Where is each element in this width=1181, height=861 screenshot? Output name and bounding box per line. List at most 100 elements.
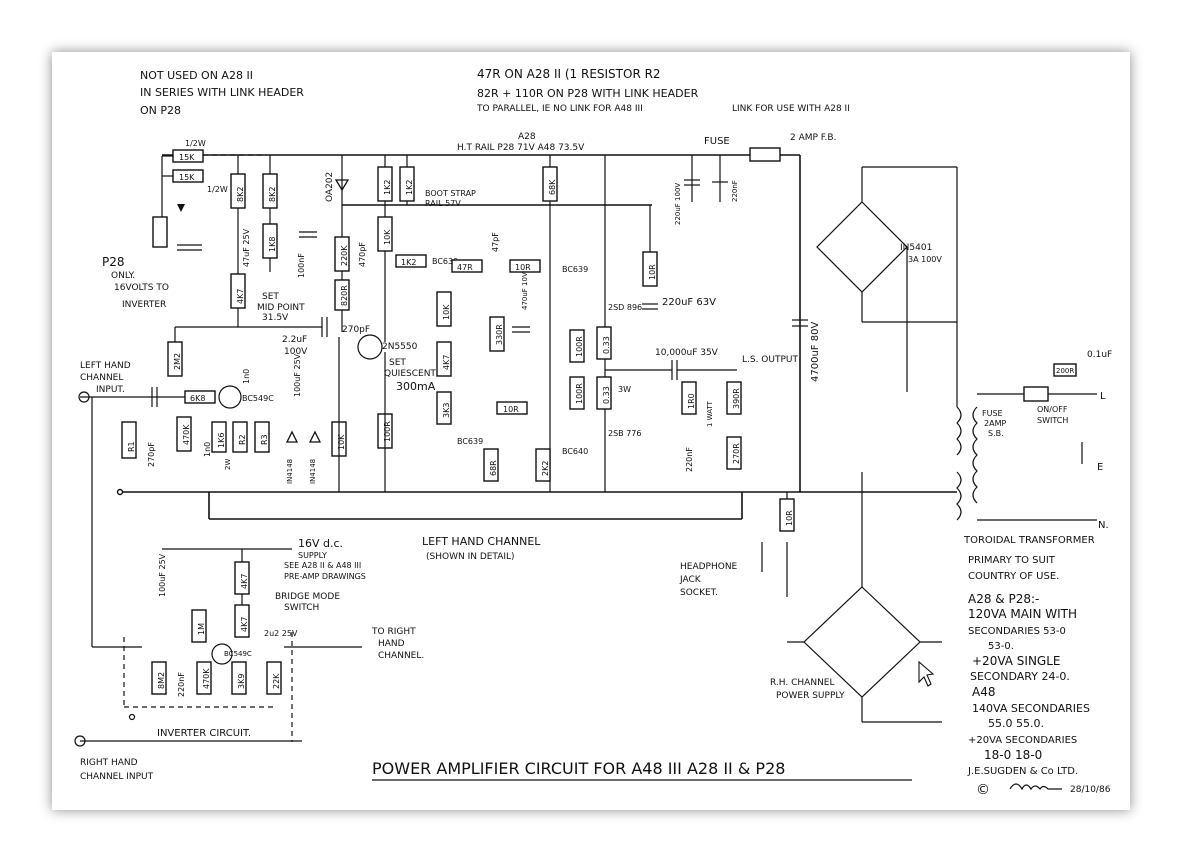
spec-line-1: TOROIDAL TRANSFORMER (963, 535, 1095, 546)
label-10k-b: 10K (442, 304, 451, 320)
spec-line-5: 120VA MAIN WITH (968, 607, 1077, 621)
inv-circuit-label: INVERTER CIRCUIT. (157, 728, 251, 739)
spec-line-6: SECONDARIES 53-0 (968, 626, 1066, 637)
label-half-watt-1: 1/2W (185, 139, 206, 148)
inv-label-4k7-a: 4K7 (240, 574, 249, 589)
label-set-mid-2: MID POINT (257, 303, 305, 313)
spec-line-9: SECONDARY 24-0. (970, 670, 1070, 683)
label-10r-e: 10R (785, 510, 794, 526)
transistor-2n5550 (357, 334, 383, 360)
label-033-a: 0.33 (602, 336, 611, 354)
label-390r: 390R (732, 388, 741, 409)
label-mains-fuse-1: FUSE (982, 409, 1003, 418)
resistor-8k2-a (230, 173, 246, 209)
note-not-used: NOT USED ON A28 II (140, 69, 253, 82)
bootstrap-label-2: RAIL 57V (425, 199, 461, 208)
inv-label-1m: 1M (197, 623, 206, 635)
label-rh-supply-2: POWER SUPPLY (776, 691, 845, 701)
resistor-8k2-b (262, 173, 278, 209)
label-47r: 47R (457, 263, 473, 272)
inv-label-bc549: BC549C (224, 650, 252, 658)
label-left-channel: LEFT HAND CHANNEL (422, 535, 541, 548)
inv-supply-3: SEE A28 II & A48 III (284, 561, 361, 570)
label-lh-1: LEFT HAND (80, 361, 131, 371)
inv-terminal (128, 713, 136, 721)
note-link-use: LINK FOR USE WITH A28 II (732, 104, 850, 114)
label-100r-a: 100R (575, 336, 584, 357)
label-820r: 820R (340, 285, 349, 306)
diode-in4148-a (285, 430, 299, 443)
inv-to-right-2: HAND (378, 639, 405, 649)
label-2u2: 2.2uF (282, 335, 307, 345)
resistor-r2 (232, 421, 248, 453)
label-1w: 1 WATT (706, 400, 714, 427)
label-headphone-3: SOCKET. (680, 588, 718, 598)
label-100r-c: 100R (383, 421, 392, 442)
label-set-q-1: SET (389, 358, 406, 368)
inv-bridge-1: BRIDGE MODE (275, 592, 340, 602)
label-bc639-b: BC639 (562, 265, 588, 274)
label-mains-L[interactable]: L (1100, 391, 1106, 402)
label-switch-1: ON/OFF (1037, 405, 1068, 414)
resistor-033-b (596, 376, 612, 410)
label-10k-a: 10K (383, 229, 392, 245)
bridge-rectifier-top (816, 201, 908, 293)
label-470u10: 470uF 10V (521, 272, 529, 310)
inv-bridge-2: SWITCH (284, 603, 319, 613)
label-68r: 68R (489, 460, 498, 476)
inv-transistor (211, 643, 233, 665)
label-bc639-a: BC639 (432, 257, 458, 266)
schematic-diagram: NOT USED ON A28 II IN SERIES WITH LINK H… (74, 67, 1112, 798)
inv-supply-1: 16V d.c. (298, 537, 343, 550)
label-100n: 100nF (297, 253, 306, 278)
label-mains-E[interactable]: E (1097, 462, 1103, 473)
p28-16v: 16VOLTS TO (114, 283, 169, 293)
resistor-4k7-a (230, 273, 246, 309)
label-3w: 3W (618, 385, 631, 394)
resistor-270r (726, 436, 742, 470)
resistor-68k (542, 166, 558, 202)
input-jack-right[interactable] (74, 735, 86, 747)
label-1k6: 1K6 (217, 433, 226, 448)
inv-resistor-470k (196, 661, 212, 695)
label-bc640: BC640 (562, 447, 588, 456)
spec-line-7: 53-0. (988, 641, 1014, 652)
label-100r-b: 100R (575, 383, 584, 404)
copyright-symbol: © (976, 782, 990, 798)
spec-line-4: A28 & P28:- (968, 592, 1039, 606)
label-set-mid-1: SET (262, 292, 279, 302)
label-mains-N[interactable]: N. (1098, 520, 1109, 531)
diode-in4148-b (308, 430, 322, 443)
company-name: J.E.SUGDEN & Co LTD. (967, 766, 1078, 777)
resistor-1k2-c (395, 254, 427, 268)
label-r3: R3 (260, 434, 269, 445)
label-rh-1: RIGHT HAND (80, 758, 138, 768)
resistor-1r0 (681, 381, 697, 415)
label-47u25: 47uF 25V (242, 228, 251, 267)
mouse-cursor-icon (918, 660, 935, 687)
inv-to-right-3: CHANNEL. (378, 651, 424, 661)
transformer-coil-sec-b (956, 471, 962, 521)
label-mains-fuse-2: 2AMP (984, 419, 1006, 428)
label-2n5550: 2N5550 (382, 342, 418, 352)
label-220u100: 220uF 100V (674, 183, 682, 225)
note-47r: 47R ON A28 II (1 RESISTOR R2 (477, 67, 661, 81)
resistor-10k-a (377, 216, 393, 252)
label-10k-c: 10K (337, 434, 346, 450)
spec-line-2: PRIMARY TO SUIT (968, 555, 1056, 566)
resistor-200r (1053, 363, 1077, 377)
label-1k2-a: 1K2 (383, 180, 392, 195)
drawing-date: 28/10/86 (1070, 785, 1111, 795)
input-jack-left[interactable] (78, 391, 90, 403)
label-set-q-3: 300mA (396, 380, 436, 393)
rail-label: H.T RAIL P28 71V A48 73.5V (457, 143, 585, 153)
resistor-p28 (152, 216, 168, 248)
inv-label-470k: 470K (202, 668, 211, 689)
signature (1009, 783, 1062, 791)
label-shown-detail: (SHOWN IN DETAIL) (426, 552, 515, 562)
label-switch-2: SWITCH (1037, 416, 1068, 425)
label-15k-b: 15K (179, 173, 195, 182)
resistor-1k6 (211, 421, 227, 453)
spec-line-12: 55.0 55.0. (988, 717, 1044, 730)
label-0-1uf: 0.1uF (1087, 350, 1112, 360)
